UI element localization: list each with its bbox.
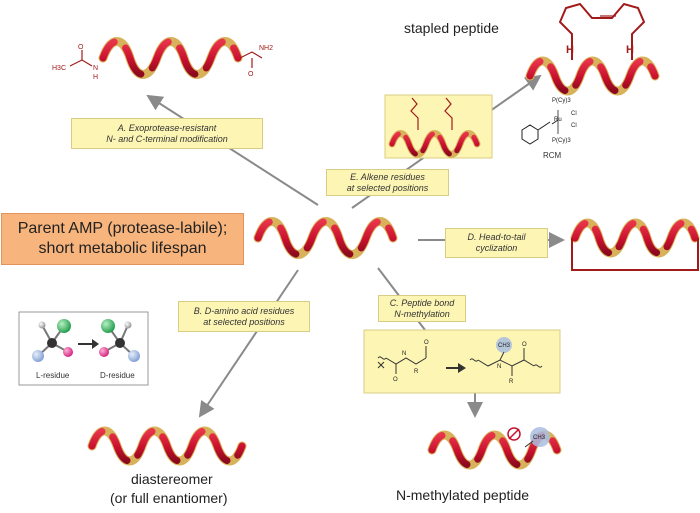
cl-label-2: Cl bbox=[571, 123, 577, 129]
blocked-cleavage-icon bbox=[507, 427, 521, 441]
helix-diastereomer bbox=[87, 426, 247, 466]
title-enantiomer: (or full enantiomer) bbox=[110, 490, 228, 506]
nmethyl-arrow bbox=[446, 363, 466, 373]
note-e-alkene: E. Alkene residues at selected positions bbox=[326, 169, 449, 196]
l-to-d-arrow bbox=[78, 339, 99, 349]
peptide-bond-left: O N R O bbox=[377, 340, 429, 383]
grubbs-catalyst-structure: P(Cy)3 Ru Cl Cl P(Cy)3 RCM bbox=[521, 98, 577, 160]
n-label-a: N bbox=[93, 65, 98, 72]
ch3-inset: CH3 bbox=[498, 343, 511, 349]
ch3-product: CH3 bbox=[533, 435, 546, 441]
n-right: N bbox=[497, 364, 501, 370]
note-d-line1: D. Head-to-tail bbox=[467, 232, 526, 242]
note-b-d-amino: B. D-amino acid residues at selected pos… bbox=[178, 301, 310, 332]
methyl-bubble bbox=[530, 427, 550, 447]
note-e-line1: E. Alkene residues bbox=[350, 171, 425, 182]
r-right: R bbox=[509, 379, 514, 385]
alkene-chain-1 bbox=[410, 97, 419, 130]
r-left: R bbox=[414, 369, 419, 375]
helix-alkene-inset bbox=[388, 130, 481, 158]
note-d-line2: cyclization bbox=[475, 243, 518, 253]
arrow-to-b bbox=[198, 269, 299, 418]
note-b-line1: B. D-amino acid residues bbox=[193, 305, 295, 316]
note-c-line1: C. Peptide bond bbox=[389, 297, 455, 308]
rcm-label: RCM bbox=[543, 151, 562, 160]
peptide-bond-right: CH3 N R O bbox=[469, 337, 543, 385]
l-residue-label: L-residue bbox=[36, 371, 70, 380]
helix-parent bbox=[253, 217, 398, 259]
parent-line2: short metabolic lifespan bbox=[38, 240, 207, 257]
d-residue-model bbox=[99, 319, 140, 362]
arrow-to-a bbox=[146, 94, 319, 206]
note-d-cyclization: D. Head-to-tail cyclization bbox=[445, 228, 548, 258]
note-c-line2: N-methylation bbox=[394, 308, 450, 319]
note-a-line1: A. Exoprotease-resistant bbox=[117, 122, 217, 133]
o-right: O bbox=[522, 342, 527, 348]
alkene-chain-2 bbox=[444, 97, 453, 130]
staple-crosslink bbox=[558, 2, 646, 60]
nmethyl-inset-panel bbox=[363, 329, 561, 394]
title-n-methylated: N-methylated peptide bbox=[396, 487, 530, 503]
pcy3-bottom-label: P(Cy)3 bbox=[552, 138, 571, 144]
helix-top-left bbox=[98, 37, 243, 79]
parent-amp-box: Parent AMP (protease-labile); short meta… bbox=[1, 213, 244, 265]
title-diastereomer: diastereomer bbox=[131, 471, 213, 487]
title-stapled-peptide: stapled peptide bbox=[404, 20, 499, 36]
o-label-c: O bbox=[248, 71, 254, 78]
note-c-n-methylation: C. Peptide bond N-methylation bbox=[378, 295, 466, 322]
h-staple-right: H bbox=[626, 44, 634, 56]
h-staple-left: H bbox=[566, 44, 574, 56]
helix-cyclic bbox=[570, 218, 700, 258]
l-residue-model bbox=[32, 319, 73, 362]
parent-line1: Parent AMP (protease-labile); bbox=[17, 220, 228, 237]
o-label-a: O bbox=[78, 44, 84, 51]
pcy3-top-label: P(Cy)3 bbox=[552, 98, 571, 104]
alkene-inset-panel bbox=[384, 94, 493, 159]
nh2-label: NH2 bbox=[259, 45, 273, 52]
d-residue-label: D-residue bbox=[100, 371, 135, 380]
n-left: N bbox=[402, 351, 406, 357]
helix-nmethylated bbox=[427, 430, 562, 470]
o-left: O bbox=[393, 377, 398, 383]
note-a-line2: N- and C-terminal modification bbox=[106, 133, 228, 144]
n-terminal-cap: H3C O N H bbox=[52, 44, 98, 81]
ru-label: Ru bbox=[554, 117, 562, 123]
cl-label-1: Cl bbox=[571, 111, 577, 117]
helix-stapled bbox=[525, 56, 660, 96]
note-a-exoprotease: A. Exoprotease-resistant N- and C-termin… bbox=[71, 118, 263, 149]
h3c-label: H3C bbox=[52, 65, 66, 72]
cyclization-linker bbox=[571, 238, 699, 271]
h-label-a: H bbox=[93, 74, 98, 81]
note-b-line2: at selected positions bbox=[203, 316, 285, 327]
o-left-2: O bbox=[424, 340, 429, 346]
note-e-line2: at selected positions bbox=[346, 182, 429, 193]
c-terminal-cap: O NH2 bbox=[239, 45, 273, 78]
